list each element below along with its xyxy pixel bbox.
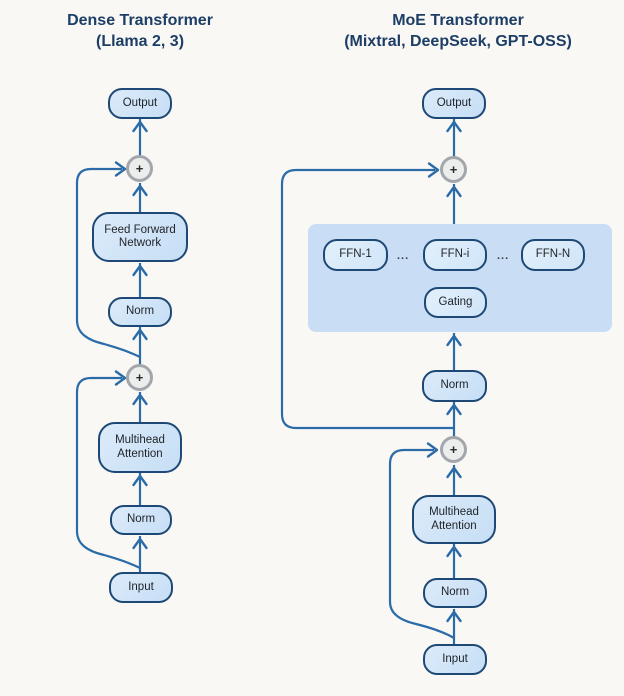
dense-add-circle-ffn: + [126, 155, 153, 182]
moe-title-text: MoE Transformer [392, 12, 524, 29]
moe-ellipsis-right: ... [497, 250, 510, 262]
moe-norm-pre-moe-node: Norm [422, 370, 487, 402]
dense-feed-forward-node: Feed Forward Network [92, 212, 188, 262]
dense-column-title: Dense Transformer (Llama 2, 3) [25, 10, 255, 52]
dense-norm-pre-ffn-node: Norm [108, 297, 172, 327]
moe-norm-pre-attn-node: Norm [423, 578, 487, 608]
dense-add-circle-attn: + [126, 364, 153, 391]
dense-input-node: Input [109, 572, 173, 603]
dense-multihead-attention-node: Multihead Attention [98, 422, 182, 473]
moe-add-circle-ffn: + [440, 156, 467, 183]
dense-title-text: Dense Transformer [67, 12, 213, 29]
moe-ffn-1-node: FFN-1 [323, 239, 388, 271]
moe-add-circle-attn: + [440, 436, 467, 463]
moe-output-node: Output [422, 88, 486, 119]
moe-gating-node: Gating [424, 287, 487, 318]
moe-column-title: MoE Transformer (Mixtral, DeepSeek, GPT-… [322, 10, 594, 52]
moe-ffn-i-node: FFN-i [423, 239, 487, 271]
moe-input-node: Input [423, 644, 487, 675]
moe-ellipsis-left: ... [397, 250, 410, 262]
dense-subtitle-text: (Llama 2, 3) [95, 33, 185, 50]
moe-ffn-n-node: FFN-N [521, 239, 585, 271]
dense-norm-pre-attn-node: Norm [110, 505, 172, 535]
dense-output-node: Output [108, 88, 172, 119]
moe-multihead-attention-node: Multihead Attention [412, 495, 496, 544]
moe-subtitle-text: (Mixtral, DeepSeek, GPT-OSS) [344, 33, 572, 50]
